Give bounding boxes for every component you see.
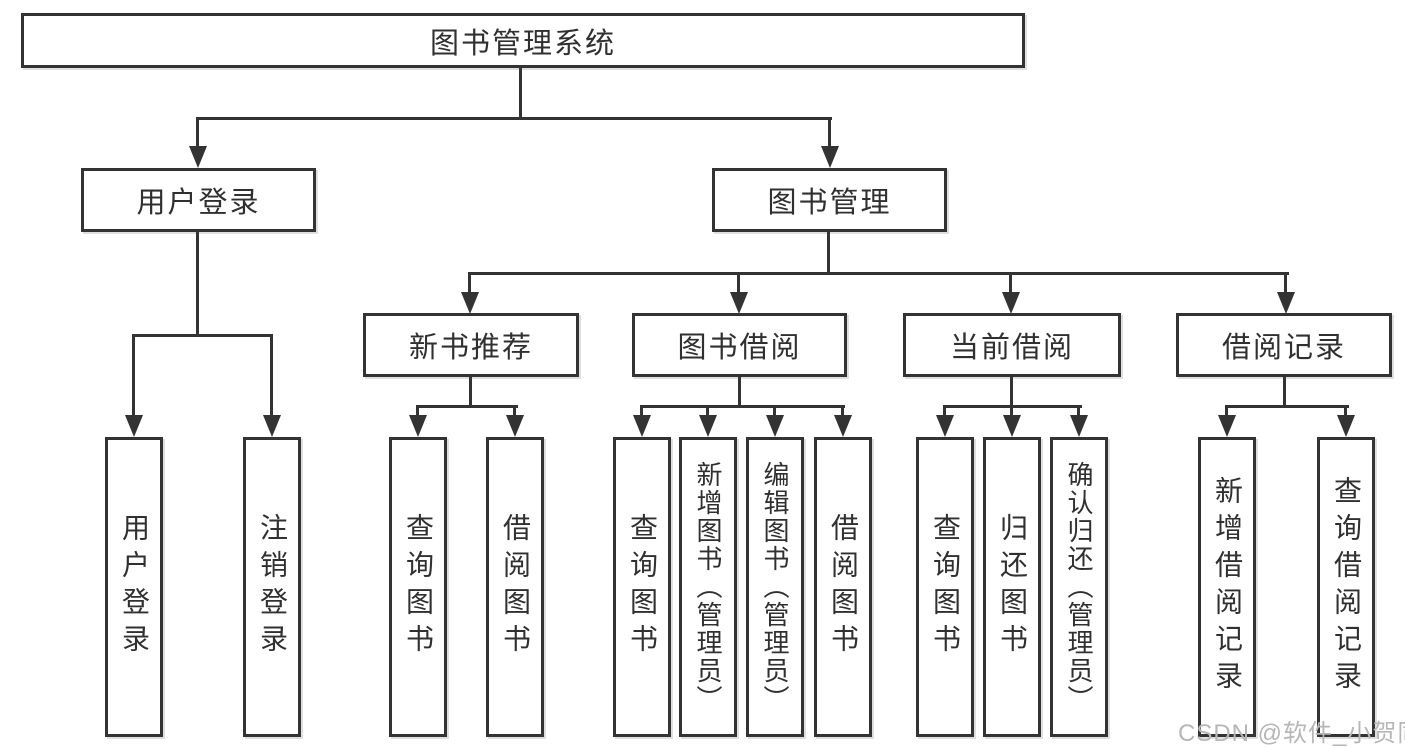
csdn-watermark: CSDN @软件_小贺同学: [1178, 720, 1405, 747]
node-label: 借阅记录: [1221, 332, 1346, 364]
node-label: 图书借阅: [677, 332, 802, 364]
connector-bor-query-drop: [640, 405, 643, 417]
node-label: 新增图书（管理员）: [693, 461, 723, 713]
arrowhead-records-icon: [1277, 292, 1295, 314]
leaf-query-books-current: 查询图书: [916, 437, 974, 737]
node-label: 确认归还（管理员）: [1064, 461, 1094, 713]
node-new-book-recommendation: 新书推荐: [363, 313, 579, 377]
arrowhead-cur-confirm-icon: [1070, 415, 1088, 437]
connector-records-drop: [1284, 272, 1287, 296]
arrowhead-bor-borrow-icon: [834, 415, 852, 437]
arrowhead-borrowing-icon: [730, 292, 748, 314]
node-label: 用户登录: [119, 513, 150, 661]
node-library-management-system: 图书管理系统: [21, 13, 1025, 68]
node-label: 借阅图书: [500, 513, 531, 661]
leaf-return-books: 归还图书: [983, 437, 1041, 737]
leaf-logout: 注销登录: [243, 437, 301, 737]
arrowhead-rec-query-icon: [409, 415, 427, 437]
connector-current-vline: [1010, 377, 1013, 408]
node-label: 用户登录: [136, 187, 261, 219]
leaf-query-books-recommend: 查询图书: [389, 437, 447, 737]
arrowhead-bor-query-icon: [633, 415, 651, 437]
node-user-login: 用户登录: [81, 168, 316, 232]
node-borrowing-records: 借阅记录: [1176, 313, 1392, 377]
node-book-borrowing: 图书借阅: [632, 313, 847, 377]
node-label: 查询借阅记录: [1331, 476, 1362, 698]
connector-cur-query-drop: [943, 405, 946, 417]
connector-user-login-hline: [132, 334, 273, 337]
leaf-edit-book-admin: 编辑图书（管理员）: [746, 437, 804, 737]
arrowhead-rec-borrow-icon: [506, 415, 524, 437]
connector-recommend-hline: [416, 405, 518, 408]
leaf-borrow-books-borrowing: 借阅图书: [814, 437, 872, 737]
connector-user-login-vline: [196, 232, 199, 337]
connector-cur-return-drop: [1010, 405, 1013, 417]
arrowhead-recd-query-icon: [1337, 415, 1355, 437]
leaf-query-borrow-record: 查询借阅记录: [1317, 437, 1375, 737]
node-label: 当前借阅: [949, 332, 1074, 364]
arrowhead-leaf-login-icon: [125, 415, 143, 437]
arrowhead-bor-edit-icon: [766, 415, 784, 437]
connector-cur-confirm-drop: [1077, 405, 1080, 417]
connector-current-drop: [1009, 272, 1012, 296]
connector-recd-query-drop: [1344, 405, 1347, 417]
arrowhead-cur-return-icon: [1003, 415, 1021, 437]
leaf-add-borrow-record: 新增借阅记录: [1198, 437, 1256, 737]
connector-book-mgmt-hline: [468, 272, 1289, 275]
connector-leaf-logout-drop: [270, 334, 273, 418]
connector-borrowing-vline: [738, 377, 741, 408]
connector-root-hline: [196, 117, 832, 120]
node-label: 编辑图书（管理员）: [760, 461, 790, 713]
node-label: 借阅图书: [828, 513, 859, 661]
connector-user-login-drop: [196, 117, 199, 151]
arrowhead-cur-query-icon: [936, 415, 954, 437]
connector-bor-edit-drop: [773, 405, 776, 417]
node-current-borrowing: 当前借阅: [903, 313, 1121, 377]
node-label: 新增借阅记录: [1212, 476, 1243, 698]
node-label: 查询图书: [627, 513, 658, 661]
arrowhead-recd-add-icon: [1218, 415, 1236, 437]
connector-recd-add-drop: [1225, 405, 1228, 417]
node-label: 归还图书: [997, 513, 1028, 661]
connector-bor-borrow-drop: [841, 405, 844, 417]
connector-book-mgmt-drop: [828, 117, 831, 151]
leaf-confirm-return-admin: 确认归还（管理员）: [1050, 437, 1108, 737]
node-label: 图书管理: [767, 187, 892, 219]
connector-leaf-login-drop: [132, 334, 135, 418]
connector-rec-borrow-drop: [513, 405, 516, 417]
leaf-query-books-borrowing: 查询图书: [613, 437, 671, 737]
connector-bor-add-drop: [706, 405, 709, 417]
leaf-add-book-admin: 新增图书（管理员）: [679, 437, 737, 737]
arrowhead-current-icon: [1002, 292, 1020, 314]
leaf-user-login: 用户登录: [105, 437, 163, 737]
connector-root-vline: [519, 68, 522, 120]
connector-recommend-drop: [468, 272, 471, 296]
connector-borrowing-drop: [737, 272, 740, 296]
node-label: 新书推荐: [408, 332, 533, 364]
arrowhead-user-login-icon: [189, 146, 207, 168]
arrowhead-bor-add-icon: [699, 415, 717, 437]
connector-records-vline: [1283, 377, 1286, 408]
leaf-borrow-books-recommend: 借阅图书: [486, 437, 544, 737]
arrowhead-recommend-icon: [461, 292, 479, 314]
arrowhead-leaf-logout-icon: [263, 415, 281, 437]
node-book-management: 图书管理: [712, 168, 947, 232]
connector-recommend-vline: [469, 377, 472, 408]
node-label: 查询图书: [930, 513, 961, 661]
connector-rec-query-drop: [416, 405, 419, 417]
connector-book-mgmt-vline: [827, 232, 830, 275]
connector-borrowing-hline: [640, 405, 845, 408]
node-label: 图书管理系统: [429, 27, 616, 60]
connector-records-hline: [1225, 405, 1349, 408]
node-label: 查询图书: [403, 513, 434, 661]
node-label: 注销登录: [257, 513, 288, 661]
arrowhead-book-mgmt-icon: [821, 146, 839, 168]
